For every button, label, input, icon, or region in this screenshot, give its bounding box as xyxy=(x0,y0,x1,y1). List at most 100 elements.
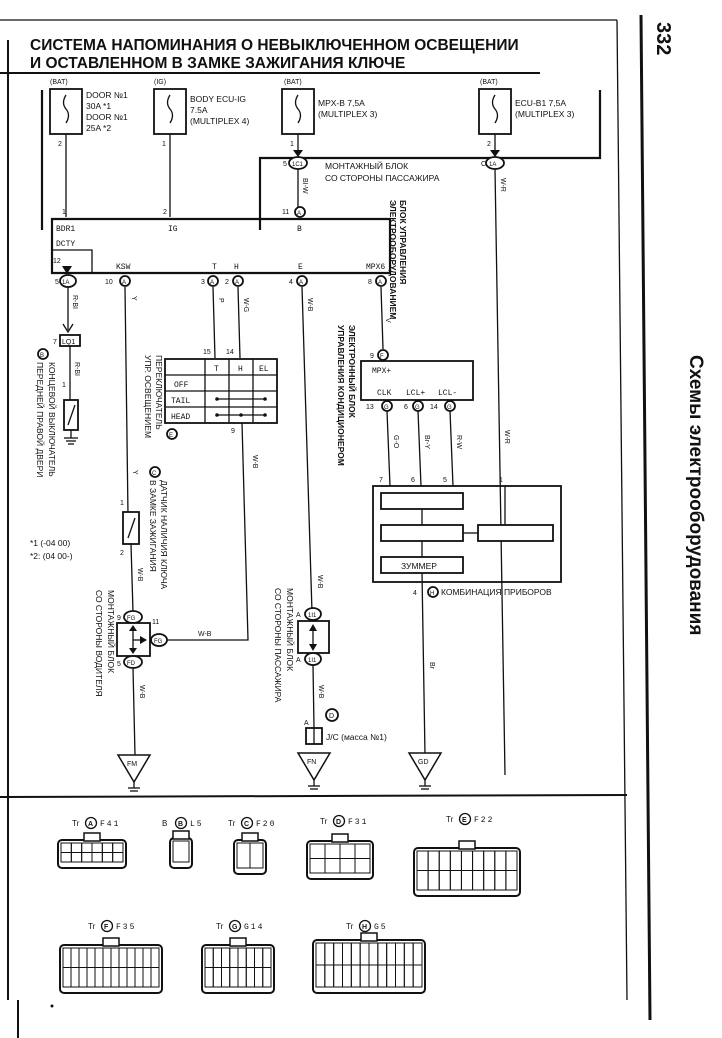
section-divider xyxy=(0,794,628,798)
fuse-body-ecu-ig: (IG) BODY ECU-IG 7.5A (MULTIPLEX 4) 1 xyxy=(153,79,250,148)
wire-color-label: W-R xyxy=(503,430,510,444)
pin-label: 1 xyxy=(120,500,124,507)
pin-label: 2 xyxy=(58,141,62,148)
fuse-icon xyxy=(491,94,499,124)
connector-letter-circle xyxy=(358,919,372,933)
wire-color-label: W-B xyxy=(136,568,143,582)
ac-ecu-label-1: ЭЛЕКТРОННЫЙ БЛОК xyxy=(347,325,358,419)
component-letter: C xyxy=(152,471,157,477)
wire-color-label: W-B xyxy=(198,631,212,638)
connector-arrow-icon xyxy=(62,323,74,334)
wire-color-label: W-B xyxy=(316,575,323,589)
ac-ecu-connectors: 13 G 6 G 14 G xyxy=(366,400,456,412)
connector-arrow-icon xyxy=(293,150,303,157)
door-switch-label-2: ПЕРЕДНЕЙ ПРАВОЙ ДВЕРИ xyxy=(35,362,46,477)
wire-color-label: V xyxy=(384,318,391,323)
pin-name: H xyxy=(234,263,239,272)
conn-label: G xyxy=(447,405,452,411)
passenger-junction-outline xyxy=(258,90,602,230)
buzzer-label: ЗУММЕР xyxy=(401,561,437,571)
wire-y xyxy=(124,286,129,516)
fuse-ecu-b1: (BAT) ECU-B1 7,5A (MULTIPLEX 3) 2 xyxy=(478,79,575,148)
conn-label: G xyxy=(415,405,420,411)
wire-w-b-e xyxy=(301,286,313,613)
connector-body xyxy=(413,847,521,897)
connector-f-f35: Tr F F35 xyxy=(59,919,163,994)
ac-ecu-label-2: УПРАВЛЕНИЯ КОНДИЦИОНЕРОМ xyxy=(336,325,346,466)
connector-code: F35 xyxy=(116,923,136,932)
connector-prefix: B xyxy=(162,819,167,828)
connector-code: F22 xyxy=(474,816,494,825)
conn-label: F xyxy=(380,354,384,360)
pin-label: 11 xyxy=(152,619,159,626)
light-switch-table: T H EL OFF TAIL HEAD xyxy=(164,358,278,424)
pin-label: 5 xyxy=(117,661,121,668)
light-switch-label-1: ПЕРЕКЛЮЧАТЕЛЬ xyxy=(154,355,164,430)
connector-latch xyxy=(102,937,120,947)
pin-label: 7 xyxy=(53,339,57,346)
frame-right-line xyxy=(616,19,628,1001)
wire-w-b-driver xyxy=(132,667,136,756)
conn-label: A xyxy=(299,280,303,286)
connector-letter: G xyxy=(232,924,238,931)
pin-label: 6 xyxy=(404,404,408,411)
pin-name: E xyxy=(298,263,303,272)
driver-junction-block: 9 FG 11 FG 5 FD xyxy=(116,610,168,669)
conn-label: 1C1 xyxy=(292,162,304,168)
connector-letter: B xyxy=(178,821,183,828)
wire-color-label: W-B xyxy=(317,685,324,699)
conn-label: G xyxy=(384,405,389,411)
driver-junction-label-2: СО СТОРОНЫ ВОДИТЕЛЯ xyxy=(94,590,104,697)
wire-br xyxy=(421,572,426,756)
pin-label: 14 xyxy=(226,349,234,356)
pin-label: A xyxy=(304,720,309,727)
fuse-source: (BAT) xyxy=(284,79,302,86)
ecu-bottom-connectors: 5 1A 10 A 3 A 2 A 4 A 8 A xyxy=(55,274,387,288)
combination-meter: 7 6 5 1 ЗУММЕР 4 xyxy=(372,477,562,597)
passenger-junction-block: A 1I1 A 1I1 xyxy=(296,607,330,666)
wire-w-b-switch xyxy=(166,422,249,641)
fuse-source: (IG) xyxy=(154,79,166,86)
junction-top-label-1: МОНТАЖНЫЙ БЛОК xyxy=(325,160,408,171)
ac-ecu-block: MPX+ CLK LCL+ LCL- xyxy=(360,360,474,401)
body-ecu-label-1: БЛОК УПРАВЛЕНИЯ xyxy=(398,200,408,284)
fuse-source: (BAT) xyxy=(480,79,498,86)
connector-letter-circle xyxy=(174,816,188,830)
door-switch-label-1: КОНЦЕВОЙ ВЫКЛЮЧАТЕЛЬ xyxy=(47,362,58,477)
connector-prefix: Tr xyxy=(216,922,224,931)
wire-r-w xyxy=(449,410,454,487)
connector-prefix: Tr xyxy=(88,922,96,931)
connector-cavity xyxy=(412,964,423,988)
ground-label: GD xyxy=(418,759,429,766)
pin-name: DCTY xyxy=(56,240,75,249)
conn-label: A xyxy=(297,211,301,217)
fuse-label: MPX-B 7,5A xyxy=(318,98,365,108)
pin-label: 1 xyxy=(162,141,166,148)
pin-name: BDR1 xyxy=(56,225,75,234)
connector-code: F20 xyxy=(256,820,276,829)
connector-latch xyxy=(458,840,476,850)
connector-cavity xyxy=(172,840,190,863)
pin-label: 2 xyxy=(163,209,167,216)
wire-color-label: R-W xyxy=(455,435,462,449)
pin-label: 5 xyxy=(443,477,447,484)
pin-label: 15 xyxy=(203,349,211,356)
conn-label: LQ1 xyxy=(62,339,75,346)
wire-w-b-jc xyxy=(312,664,315,729)
title-line-2: И ОСТАВЛЕННОМ В ЗАМКЕ ЗАЖИГАНИЯ КЛЮЧЕ xyxy=(30,55,405,72)
component-letter: D xyxy=(329,713,334,720)
conn-label: FD xyxy=(127,661,136,667)
connector-cavity xyxy=(262,967,272,988)
pin-label: 2 xyxy=(487,141,491,148)
column-label: T xyxy=(214,365,219,374)
conn-label: 1I1 xyxy=(308,658,317,664)
fuse-label: 7.5A xyxy=(190,105,208,115)
connector-letter: F xyxy=(104,924,109,931)
connector-latch xyxy=(172,830,190,840)
fuse-label: BODY ECU-IG xyxy=(190,94,246,104)
pin-label: A xyxy=(296,657,301,664)
connector-prefix: Tr xyxy=(72,819,80,828)
